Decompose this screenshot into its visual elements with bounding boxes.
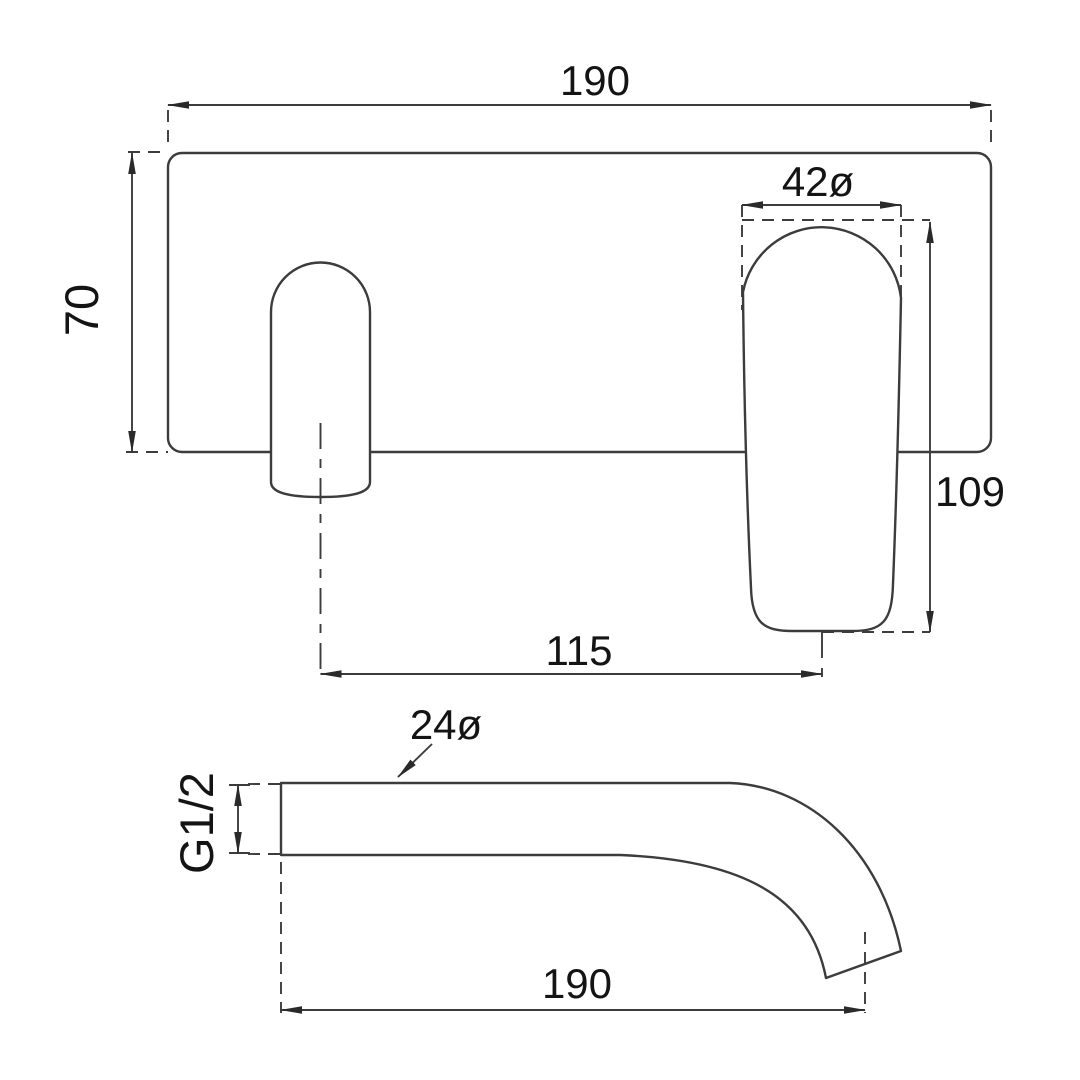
dim-label-handle-length: 109: [935, 468, 1005, 515]
leader-spout-diameter: [397, 743, 433, 778]
spout-profile: [279, 781, 903, 980]
dim-label-spout-handle-spacing: 115: [546, 627, 613, 674]
dim-label-thread: G1/2: [170, 772, 223, 874]
spout-cover: [269, 261, 372, 499]
side-view: 24ø G1/2 190: [170, 701, 903, 1014]
dim-label-plate-width: 190: [560, 57, 630, 104]
dim-label-plate-height: 70: [55, 284, 108, 336]
dim-label-handle-diameter: 42ø: [782, 158, 854, 205]
dim-label-spout-diameter: 24ø: [410, 701, 482, 748]
dim-label-spout-reach: 190: [542, 960, 612, 1007]
handle: [741, 226, 903, 633]
front-view: 190 70 42ø 109 115: [55, 57, 1005, 678]
